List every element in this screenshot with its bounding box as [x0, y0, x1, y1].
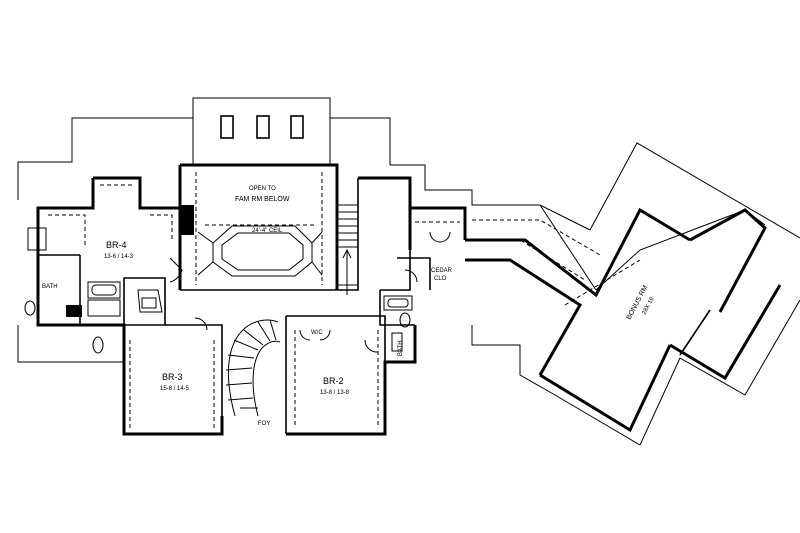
br4-label: BR-4 — [106, 240, 127, 250]
br2-label: BR-2 — [323, 376, 344, 386]
br3-label: BR-3 — [162, 372, 183, 382]
br4-dims: 13-6 / 14-3 — [104, 254, 134, 260]
ceiling-height: 24'-4" CEIL — [252, 228, 283, 234]
cedar-line1: CEDAR — [431, 268, 453, 274]
cedar-line2: CLO — [434, 276, 447, 282]
bath-center-label: BATH — [398, 340, 404, 356]
bath-fixtures — [24, 227, 413, 354]
dashed-lines — [48, 172, 641, 428]
bonus-dims: 28X 16 — [641, 296, 656, 316]
open-to-line2: FAM RM BELOW — [235, 196, 290, 203]
octagon-ceiling — [197, 225, 323, 277]
bonus-room-walls — [465, 207, 782, 433]
doors — [169, 231, 451, 353]
room-labels: BR-4 13-6 / 14-3 BATH OPEN TO FAM RM BEL… — [42, 186, 656, 427]
curved-stair — [225, 319, 281, 417]
foy-label: FOY — [258, 421, 270, 427]
open-to-line1: OPEN TO — [249, 186, 276, 192]
br2-dims: 13-8 / 13-8 — [320, 390, 350, 396]
bath-left-label: BATH — [42, 284, 58, 290]
bay-windows — [220, 115, 304, 139]
interior-walls — [38, 178, 431, 434]
wic-label: W/C — [311, 330, 323, 336]
chimney — [180, 205, 194, 235]
br3-dims: 15-8 / 14-5 — [160, 386, 190, 392]
roof-outline — [17, 97, 800, 446]
straight-stair — [336, 204, 359, 295]
